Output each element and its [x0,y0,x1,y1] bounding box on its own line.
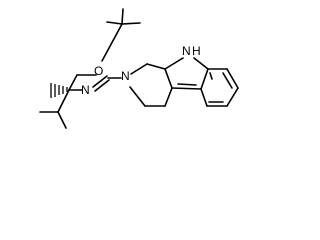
oxygen-label: O [94,64,103,78]
pyrrole-ring [164,57,209,90]
formamidine-linker [92,75,122,92]
ether-linker [68,74,97,91]
tert-butyl-group [101,8,141,62]
ring-nitrogen-label: N [121,69,130,83]
piperidine-ring [129,63,173,107]
hashed-stereo-bond [50,83,68,98]
indole-hydrogen-label: H [192,44,201,58]
structure-diagram: O N N N H [39,8,239,129]
indole-nitrogen-label: N [182,44,191,58]
benzene-ring [200,68,239,107]
imine-nitrogen-label: N [81,83,90,97]
isopropyl-group [39,89,70,129]
